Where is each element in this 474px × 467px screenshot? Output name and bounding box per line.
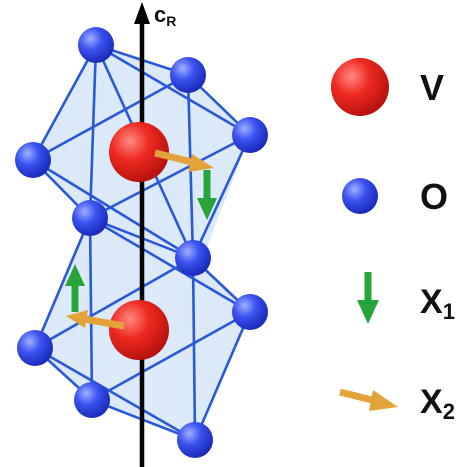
- structure-displacement-arrows: [65, 149, 217, 330]
- legend-vanadium-icon: [331, 58, 389, 116]
- oxygen-atom: [74, 382, 110, 418]
- legend-x2-label: X2: [420, 383, 455, 424]
- oxygen-atom: [78, 27, 114, 63]
- vanadium-atom-upper: [109, 122, 169, 182]
- x1-arrow-up: [65, 264, 85, 312]
- oxygen-atom: [72, 200, 108, 236]
- legend-v-label: V: [420, 67, 444, 108]
- x1-arrow-down: [197, 170, 217, 220]
- polyhedron-edges: [31, 43, 252, 442]
- legend-x1-label: X1: [420, 283, 455, 324]
- legend-item-x2: X2: [339, 383, 455, 424]
- x2-arrow-lower: [66, 310, 125, 330]
- legend-oxygen-icon: [342, 178, 378, 214]
- cr-axis-arrowhead: [134, 2, 150, 24]
- cr-axis-label: cR: [154, 2, 176, 29]
- legend-o-label: O: [420, 176, 448, 217]
- legend-item-v: V: [331, 58, 444, 116]
- x2-arrow-upper: [154, 149, 214, 172]
- legend-item-o: O: [342, 176, 448, 217]
- oxygen-atom: [232, 294, 268, 330]
- oxygen-atom: [177, 422, 213, 458]
- oxygen-atom: [15, 142, 51, 178]
- legend-x1-arrow-icon: [357, 272, 379, 324]
- oxygen-atom: [232, 117, 268, 153]
- vanadium-atoms: [109, 122, 169, 360]
- vanadium-atom-lower: [109, 300, 169, 360]
- oxygen-atom: [170, 57, 206, 93]
- legend-x2-arrow-icon: [339, 388, 398, 411]
- cr-axis: cR: [134, 2, 176, 467]
- oxygen-atom: [175, 240, 211, 276]
- legend-item-x1: X1: [357, 272, 455, 324]
- oxygen-atom: [17, 330, 53, 366]
- oxygen-atoms: [15, 27, 268, 458]
- legend: V O X1 X2: [331, 58, 455, 424]
